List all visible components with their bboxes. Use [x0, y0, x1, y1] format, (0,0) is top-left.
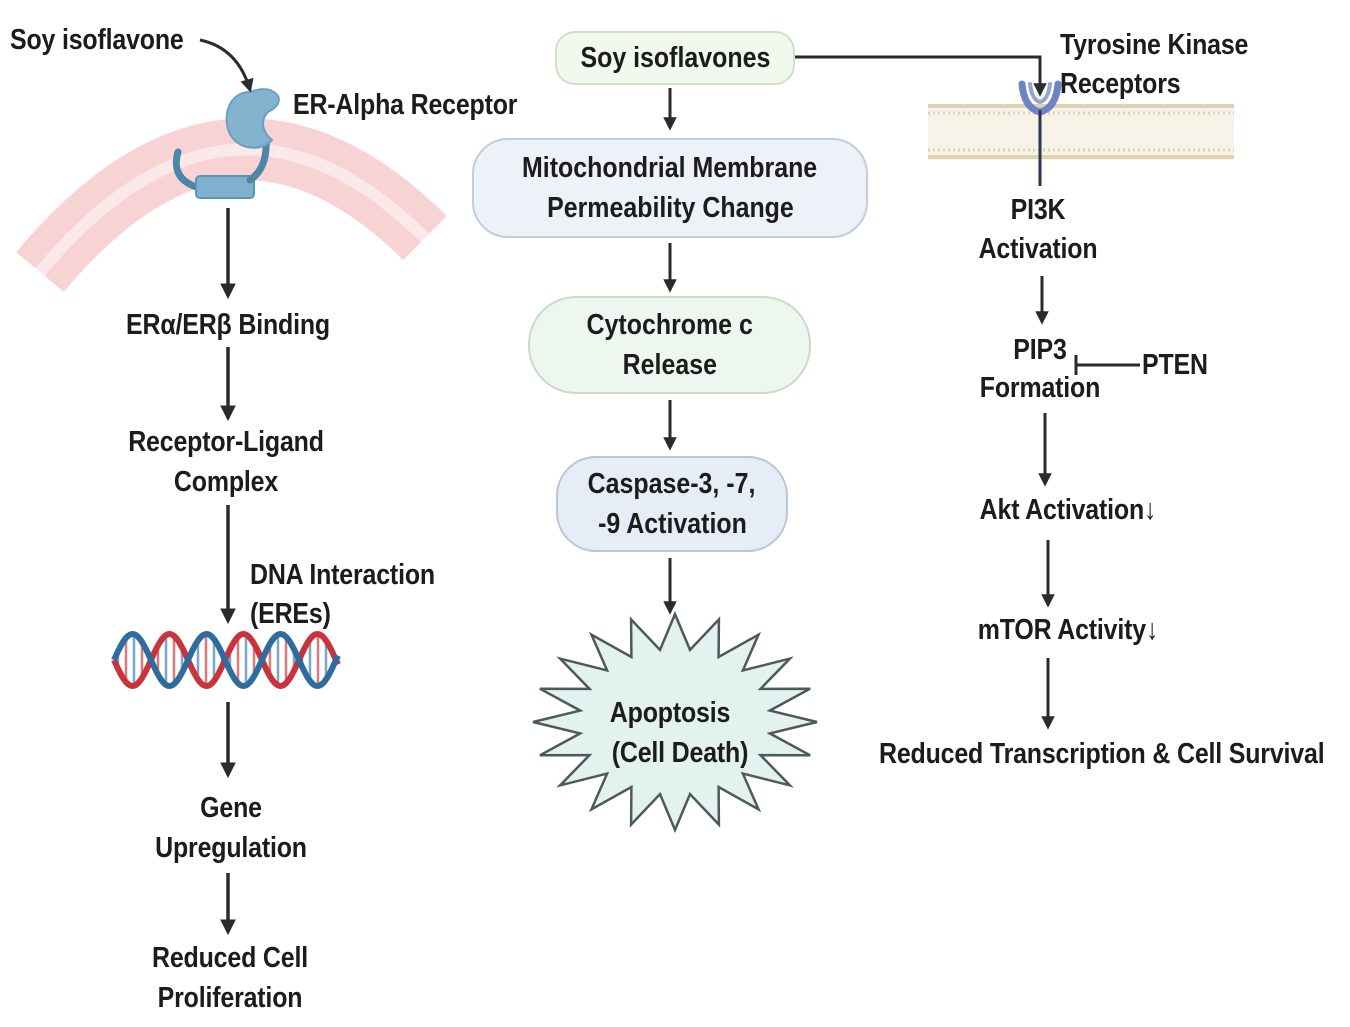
cyto-line2: Release — [622, 349, 717, 381]
mito-line1: Mitochondrial Membrane — [522, 152, 818, 184]
receptor-ligand-line1: Receptor-Ligand — [128, 426, 324, 458]
pten-inhibition-line — [1074, 355, 1140, 375]
gene-upregulation-line1: Gene — [200, 792, 262, 824]
pip3-line1: PIP3 — [1013, 334, 1067, 366]
mtor-activity-label: mTOR Activity↓ — [977, 614, 1159, 646]
caspase-activation-box: Caspase-3, -7, -9 Activation — [556, 456, 788, 552]
lipid-bilayer-membrane — [928, 104, 1234, 160]
soy-to-receptor-arrow — [199, 38, 254, 93]
cyto-line1: Cytochrome c — [586, 309, 753, 341]
gene-upregulation-line2: Upregulation — [155, 832, 307, 864]
pten-label: PTEN — [1142, 349, 1208, 381]
caspase-line1: Caspase-3, -7, — [588, 468, 756, 500]
receptor-ligand-line2: Complex — [173, 466, 279, 498]
soy-isoflavone-label: Soy isoflavone — [10, 24, 184, 56]
er-alpha-receptor-icon — [172, 88, 280, 199]
pi3k-line2: Activation — [978, 233, 1098, 265]
tk-receptor-line2: Receptors — [1060, 68, 1181, 100]
tk-receptor-line1: Tyrosine Kinase — [1060, 29, 1249, 61]
er-alpha-receptor-label: ER-Alpha Receptor — [293, 89, 518, 121]
mito-line2: Permeability Change — [546, 192, 794, 224]
soy-isoflavones-label: Soy isoflavones — [580, 42, 770, 74]
tyrosine-kinase-receptor-icon — [1018, 80, 1062, 186]
apoptosis-starburst — [532, 610, 818, 834]
pi3k-line1: PI3K — [1010, 194, 1066, 226]
soy-to-tk-receptor-arrow — [795, 55, 1047, 97]
akt-activation-label: Akt Activation↓ — [979, 494, 1157, 526]
dna-strand-blue — [111, 630, 341, 690]
cell-membrane-arc — [16, 118, 447, 292]
pip3-line2: Formation — [979, 372, 1101, 404]
apoptosis-line2: (Cell Death) — [611, 737, 749, 769]
er-binding-label: ERα/ERβ Binding — [126, 309, 330, 341]
apoptosis-line1: Apoptosis — [609, 697, 731, 729]
reduced-proliferation-line2: Proliferation — [157, 982, 303, 1014]
dna-interaction-line2: (EREs) — [250, 598, 331, 630]
dna-helix-icon — [111, 630, 341, 690]
mitochondrial-permeability-box: Mitochondrial Membrane Permeability Chan… — [472, 138, 868, 238]
soy-isoflavones-box: Soy isoflavones — [555, 31, 795, 85]
reduced-transcription-label: Reduced Transcription & Cell Survival — [879, 738, 1325, 770]
dna-interaction-line1: DNA Interaction — [250, 559, 435, 591]
reduced-proliferation-line1: Reduced Cell — [152, 942, 308, 974]
cytochrome-c-box: Cytochrome c Release — [528, 296, 811, 394]
caspase-line2: -9 Activation — [597, 508, 747, 540]
